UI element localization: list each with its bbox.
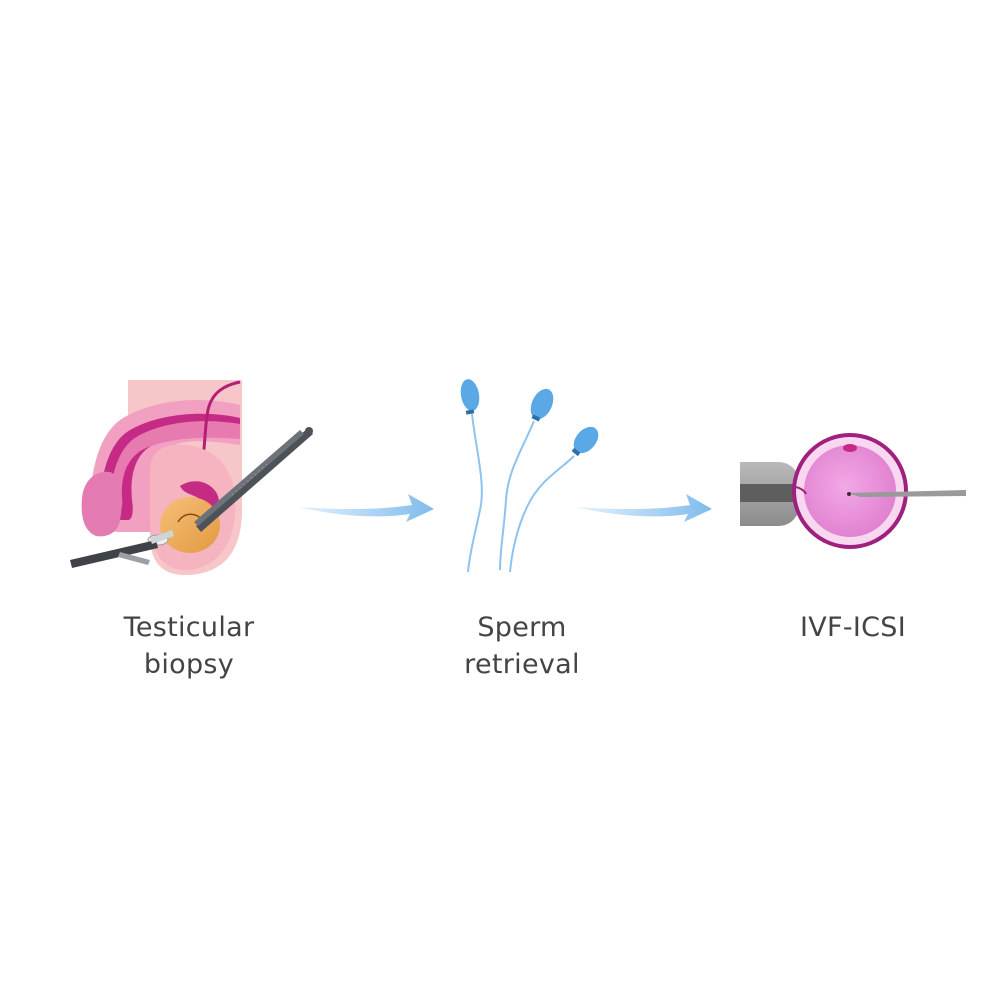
step-label-line: biopsy [143, 649, 235, 680]
flow-arrow-1 [298, 494, 434, 522]
flow-arrow-2 [576, 494, 712, 522]
injected-sperm [847, 492, 851, 496]
step-label-sperm-retrieval: Sperm retrieval [392, 609, 652, 683]
polar-body [843, 444, 857, 452]
sperm-retrieval-illustration [460, 379, 599, 573]
scalpel-icon [70, 530, 174, 568]
sperm-cell-3 [509, 426, 599, 573]
egg-cytoplasm [804, 445, 896, 537]
holding-pipette-channel [740, 484, 798, 502]
step-label-line: Testicular [123, 612, 255, 643]
glans-shape [81, 471, 122, 537]
testis-shape [160, 497, 220, 553]
step-label-line: retrieval [464, 649, 580, 680]
injection-needle [848, 490, 966, 497]
step-label-line: IVF-ICSI [799, 612, 907, 643]
forceps-icon [194, 427, 313, 532]
sperm-cell-2 [499, 388, 554, 571]
step-label-ivf-icsi: IVF-ICSI [723, 609, 983, 646]
testicular-biopsy-illustration [70, 380, 313, 575]
step-label-testicular-biopsy: Testicular biopsy [59, 609, 319, 683]
sperm-cell-1 [460, 379, 483, 573]
ivf-icsi-illustration [740, 433, 966, 549]
egg-membrane-dent [795, 486, 807, 495]
step-label-line: Sperm [477, 612, 567, 643]
urethra-inner [110, 421, 240, 510]
